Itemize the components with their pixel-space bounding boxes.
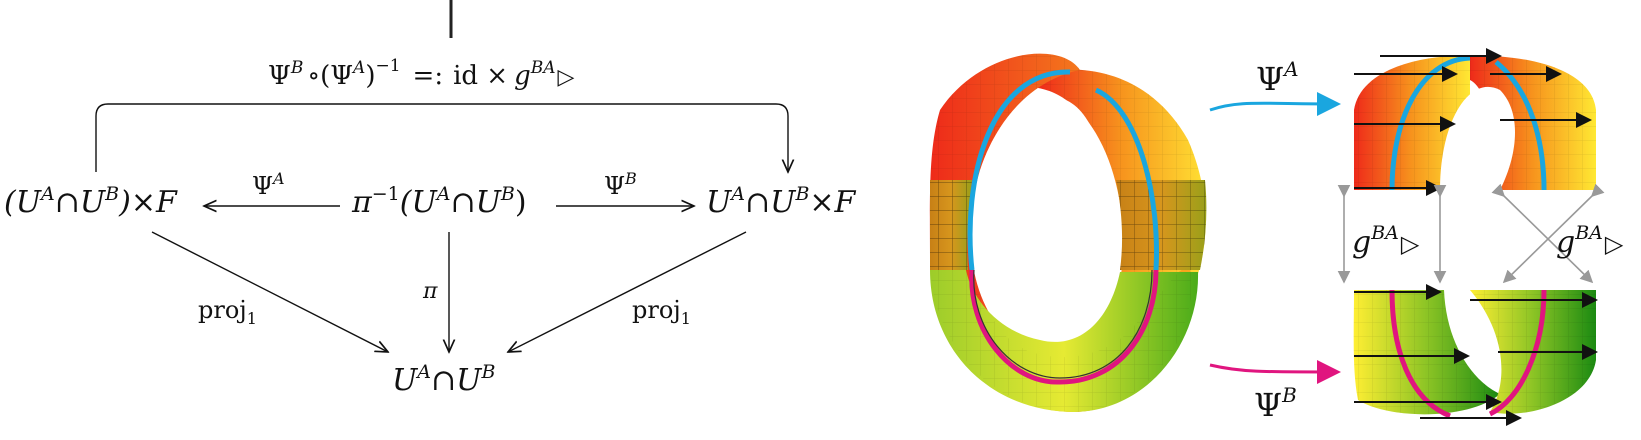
center-node: π−1(UA∩UB): [351, 183, 527, 220]
magenta-loop: [969, 269, 1159, 385]
psi-b-arrow: [1209, 359, 1341, 384]
arrow-proj-left: [151, 231, 388, 352]
trivialization-top: [1354, 48, 1596, 196]
arrow-psi-a-label: ΨA: [252, 169, 285, 200]
psi-a-arrow: [1209, 91, 1341, 116]
psi-arrows: ΨA ΨB: [1209, 57, 1341, 424]
commutative-diagram: ΨB∘(ΨA)−1=:id ×gBA▷ (UA∩UB)×F π−1(UA∩UB)…: [4, 0, 857, 398]
bottom-node: UA∩UB: [392, 361, 495, 398]
psi-a-label: ΨA: [1256, 57, 1299, 98]
transition-arrows: gBA▷ gBA▷: [1337, 183, 1624, 284]
pi-label: π: [422, 279, 438, 304]
arrow-psi-b-label: ΨB: [604, 169, 637, 200]
transition-arrow: [95, 103, 788, 172]
psi-b-label: ΨB: [1254, 383, 1297, 424]
right-node: UA∩UB×F: [706, 183, 857, 220]
left-node: (UA∩UB)×F: [4, 183, 178, 220]
proj-left-label: proj1: [198, 296, 257, 328]
g-left-label: gBA▷: [1352, 222, 1420, 260]
proj-right-label: proj1: [632, 296, 691, 328]
transition-map-label: ΨB∘(ΨA)−1=:id ×gBA▷: [268, 56, 575, 91]
arrow-proj-right: [508, 231, 747, 352]
g-right-label: gBA▷: [1556, 222, 1624, 260]
mobius-band: [929, 53, 1207, 412]
trivialization-bottom: [1353, 284, 1598, 426]
blue-loop: [967, 69, 1159, 271]
